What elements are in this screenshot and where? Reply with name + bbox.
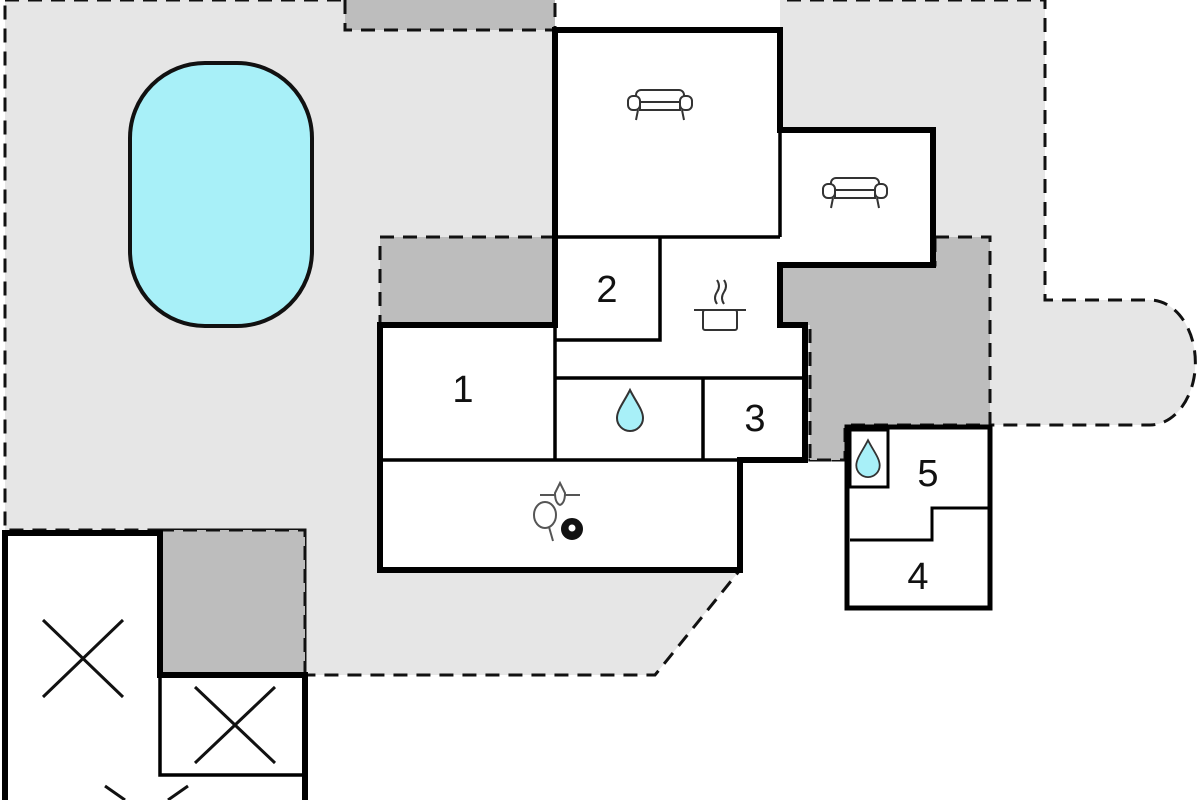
- open-gap: [555, 0, 780, 32]
- cross-icon: [41, 618, 277, 800]
- room-label-2: 2: [596, 269, 617, 311]
- room-label-5: 5: [917, 453, 938, 495]
- room-label-3: 3: [744, 398, 765, 440]
- terrace-bottom-left: [158, 528, 307, 677]
- left-building-wall: [158, 675, 305, 777]
- room-label-4: 4: [907, 556, 928, 598]
- terrace-top: [343, 0, 557, 32]
- room-label-1: 1: [452, 369, 473, 411]
- water-drop-icon: [855, 438, 881, 478]
- cooking-pot-icon: [694, 279, 746, 331]
- terrace-right: [778, 235, 992, 462]
- left-building: [2, 530, 308, 800]
- interior-walls: [380, 130, 805, 462]
- main-building: [377, 27, 936, 573]
- sofa-icon: [627, 89, 693, 121]
- terrace-center: [378, 235, 555, 327]
- sofa-icon: [822, 177, 888, 209]
- games-icon: [533, 480, 583, 542]
- water-drop-icon: [615, 387, 645, 432]
- swimming-pool: [128, 61, 314, 328]
- annex-walls: [848, 428, 990, 542]
